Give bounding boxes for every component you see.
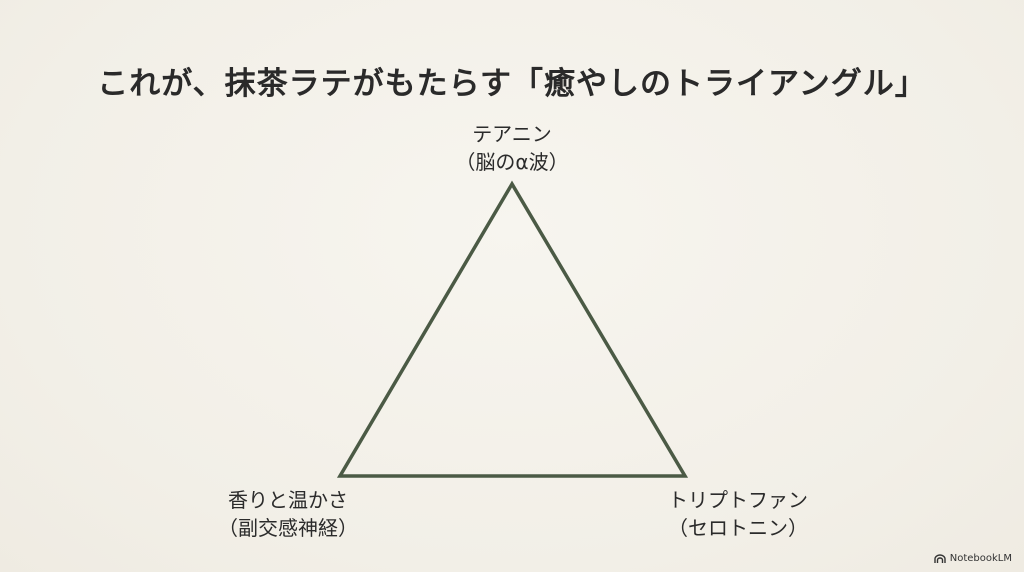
slide-title: これが、抹茶ラテがもたらす「癒やしのトライアングル」 <box>97 66 927 102</box>
node-theanine-name: テアニン <box>472 122 552 146</box>
node-tryptophan-effect: （セロトニン） <box>668 516 808 540</box>
triangle-shape <box>336 180 689 478</box>
node-theanine: テアニン （脳のα波） <box>412 120 612 176</box>
node-aroma-warmth: 香りと温かさ （副交感神経） <box>188 486 388 542</box>
node-tryptophan: トリプトファン （セロトニン） <box>638 486 838 542</box>
node-theanine-effect: （脳のα波） <box>455 150 569 174</box>
brand-label: NotebookLM <box>949 553 1012 564</box>
notebooklm-icon <box>934 553 946 563</box>
node-aroma-warmth-effect: （副交感神経） <box>218 516 358 540</box>
notebooklm-branding: NotebookLM <box>934 553 1012 564</box>
node-tryptophan-name: トリプトファン <box>668 488 808 512</box>
node-aroma-warmth-name: 香りと温かさ <box>228 488 348 512</box>
